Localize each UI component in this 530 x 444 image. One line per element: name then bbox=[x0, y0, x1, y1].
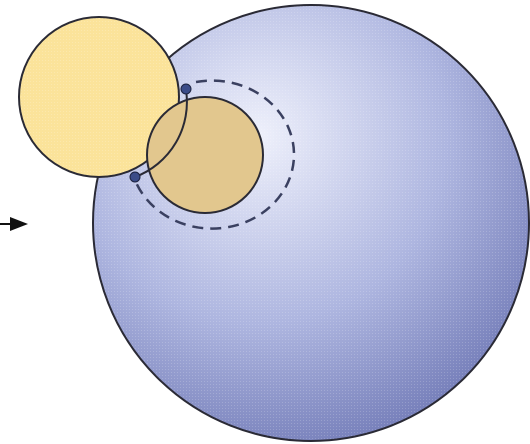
arrow-right-icon bbox=[0, 217, 28, 231]
contact-point-top bbox=[181, 84, 191, 94]
contact-point-bottom bbox=[130, 172, 140, 182]
inner-fused-sphere bbox=[147, 97, 263, 213]
